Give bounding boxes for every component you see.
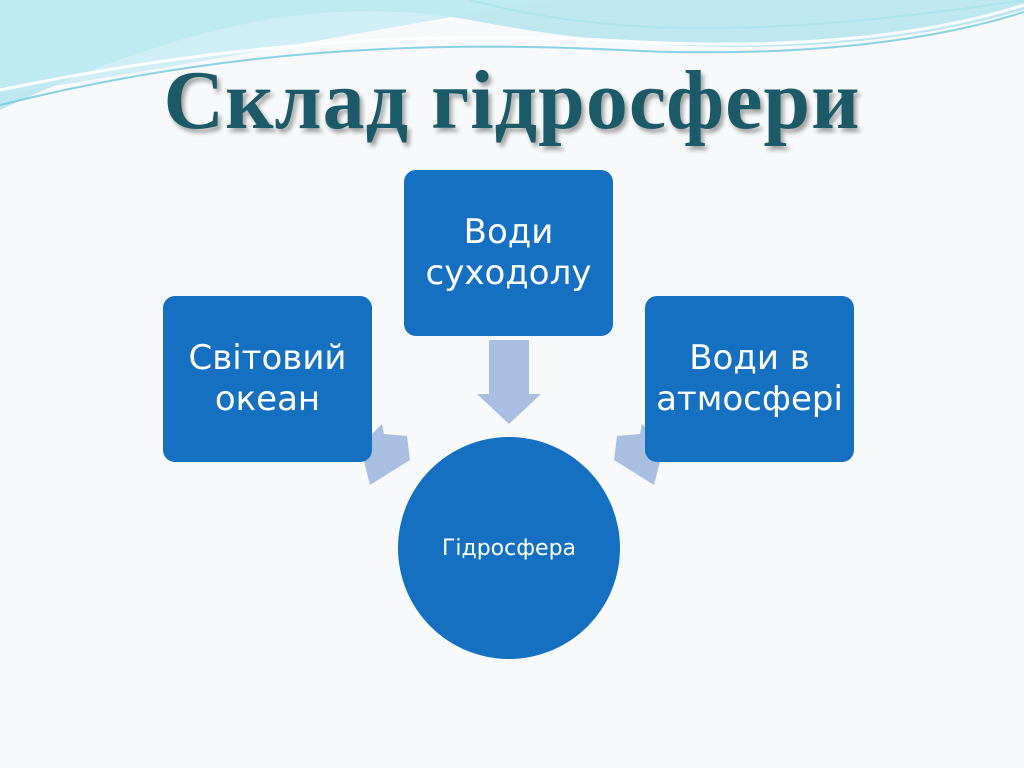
arrow-right-icon xyxy=(360,424,410,485)
node-land-waters: Води суходолу xyxy=(404,170,613,336)
node-atmospheric-waters: Води в атмосфері xyxy=(645,296,854,462)
node-world-ocean: Світовий океан xyxy=(163,296,372,462)
node-hydrosphere-label: Гідросфера xyxy=(441,535,577,561)
node-land-waters-label: Води суходолу xyxy=(425,212,592,293)
node-atmospheric-waters-label: Води в атмосфері xyxy=(656,338,843,419)
background-waves xyxy=(0,0,1024,110)
slide-title: Склад гідросфери xyxy=(163,54,861,147)
arrow-down-icon xyxy=(477,340,541,424)
node-world-ocean-label: Світовий океан xyxy=(188,338,347,419)
node-hydrosphere: Гідросфера xyxy=(398,437,620,659)
